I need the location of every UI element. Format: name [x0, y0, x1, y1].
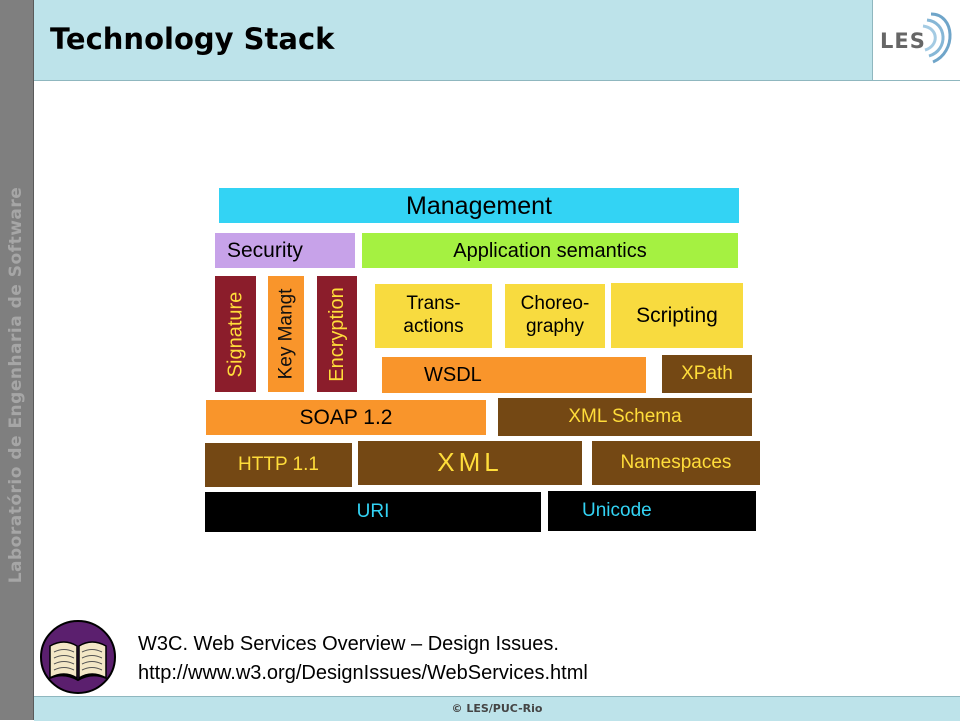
xpath-label: XPath — [681, 362, 733, 384]
application-semantics-block: Application semantics — [362, 233, 738, 268]
xml-schema-label: XML Schema — [568, 405, 682, 427]
les-logo: LES — [872, 0, 960, 80]
wsdl-label: WSDL — [424, 364, 482, 386]
encryption-block: Encryption — [317, 276, 357, 392]
wsdl-block: WSDL — [382, 357, 646, 393]
namespaces-label: Namespaces — [620, 451, 732, 473]
xml-schema-block: XML Schema — [498, 398, 752, 436]
scripting-block: Scripting — [611, 283, 743, 348]
logo-swirl-icon — [922, 12, 952, 64]
unicode-label: Unicode — [582, 499, 652, 521]
security-label: Security — [227, 238, 303, 262]
logo-text: LES — [880, 29, 926, 53]
namespaces-block: Namespaces — [592, 441, 760, 485]
choreography-label: Choreo- graphy — [520, 293, 590, 337]
sidebar-divider — [33, 0, 34, 720]
transactions-label: Trans- actions — [403, 293, 464, 337]
left-sidebar: Laboratório de Engenharia de Software — [0, 0, 33, 720]
slide-footer: © LES/PUC-Rio — [34, 696, 960, 721]
sidebar-lab-name: Laboratório de Engenharia de Software — [6, 186, 26, 584]
xpath-block: XPath — [662, 355, 752, 393]
key-mangt-block: Key Mangt — [268, 276, 304, 392]
slide-header: Technology Stack LES — [34, 0, 960, 81]
uri-label: URI — [356, 500, 390, 522]
key-mangt-label: Key Mangt — [275, 288, 297, 380]
management-block: Management — [219, 188, 739, 223]
choreography-block: Choreo- graphy — [505, 284, 605, 348]
soap-block: SOAP 1.2 — [206, 400, 486, 435]
copyright-text: © LES/PUC-Rio — [451, 702, 543, 715]
management-label: Management — [406, 191, 552, 220]
security-block: Security — [215, 233, 355, 268]
unicode-block: Unicode — [548, 491, 756, 531]
signature-block: Signature — [215, 276, 256, 392]
slide-title: Technology Stack — [50, 22, 335, 56]
http-block: HTTP 1.1 — [205, 443, 352, 487]
xml-label: XML — [437, 447, 503, 478]
book-icon — [40, 620, 116, 694]
application-semantics-label: Application semantics — [453, 239, 647, 262]
encryption-label: Encryption — [325, 286, 348, 382]
reference-text: W3C. Web Services Overview – Design Issu… — [138, 630, 588, 688]
soap-label: SOAP 1.2 — [299, 405, 393, 429]
xml-block: XML — [358, 441, 582, 485]
reference-line-1: W3C. Web Services Overview – Design Issu… — [138, 633, 559, 655]
signature-label: Signature — [224, 291, 246, 377]
reference-url[interactable]: http://www.w3.org/DesignIssues/WebServic… — [138, 662, 588, 684]
transactions-block: Trans- actions — [375, 284, 492, 348]
http-label: HTTP 1.1 — [238, 453, 319, 475]
scripting-label: Scripting — [636, 303, 718, 327]
uri-block: URI — [205, 492, 541, 532]
